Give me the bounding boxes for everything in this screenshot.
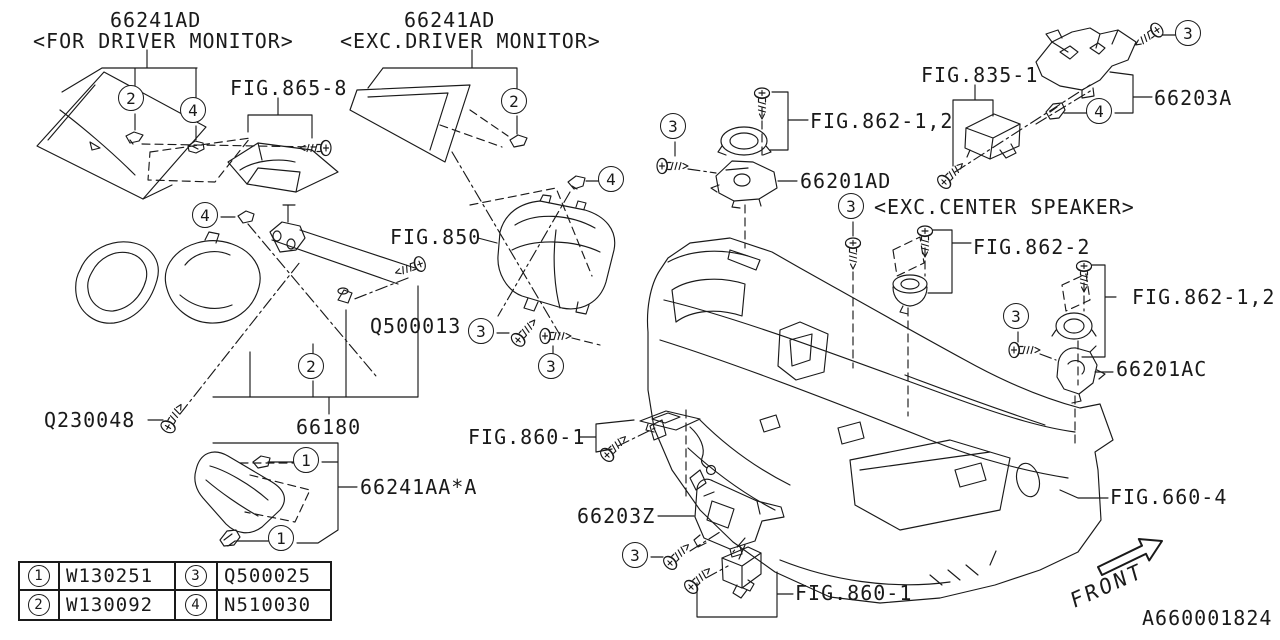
callout-4: 4 <box>180 97 206 123</box>
fig-ref-835-1: FIG.835-1 <box>921 63 1039 87</box>
callout-4: 4 <box>192 202 218 228</box>
fastener-code: Q500025 <box>224 565 312 587</box>
callout-3: 3 <box>538 353 564 379</box>
qualifier-exc-center-speaker: <EXC.CENTER SPEAKER> <box>874 195 1135 219</box>
legend-cell-icon: 2 <box>20 591 60 619</box>
fig-ref-862-12-right: FIG.862-1,2 <box>1132 285 1276 309</box>
callout-2: 2 <box>298 353 324 379</box>
part-label-66241ad-left: 66241AD <box>110 8 202 32</box>
fastener-code: N510030 <box>224 594 312 616</box>
legend-cell-code: W130092 <box>60 591 176 619</box>
callout-3: 3 <box>622 542 648 568</box>
callout-2: 2 <box>118 85 144 111</box>
callout-4: 4 <box>598 166 624 192</box>
fastener-code: W130092 <box>66 594 154 616</box>
fig-ref-865-8: FIG.865-8 <box>230 76 348 100</box>
fig-ref-862-2: FIG.862-2 <box>973 235 1091 259</box>
part-label-66241aa: 66241AA*A <box>360 475 478 499</box>
fig-ref-862-12-top: FIG.862-1,2 <box>810 109 954 133</box>
callout-3: 3 <box>1003 303 1029 329</box>
part-label-66201ac: 66201AC <box>1116 357 1208 381</box>
callout-3: 3 <box>1175 20 1201 46</box>
drawing-number: A660001824 <box>1142 606 1273 630</box>
legend-cell-code: W130251 <box>60 563 176 591</box>
callout-3: 3 <box>838 193 864 219</box>
callout-2: 2 <box>28 594 50 616</box>
callout-4: 4 <box>1086 98 1112 124</box>
callout-3: 3 <box>468 318 494 344</box>
legend-cell-icon: 3 <box>176 563 218 591</box>
callout-1: 1 <box>28 565 50 587</box>
part-label-66180: 66180 <box>296 415 362 439</box>
legend-cell-icon: 1 <box>20 563 60 591</box>
qualifier-for-driver-monitor: <FOR DRIVER MONITOR> <box>33 29 294 53</box>
part-label-66241ad-mid: 66241AD <box>404 8 496 32</box>
part-label-66201ad: 66201AD <box>800 169 892 193</box>
fastener-legend-table: 1 W130251 3 Q500025 2 W130092 4 N510030 <box>18 561 332 621</box>
part-label-66203z: 66203Z <box>577 504 656 528</box>
part-label-66203a: 66203A <box>1154 86 1233 110</box>
legend-cell-icon: 4 <box>176 591 218 619</box>
fig-ref-850: FIG.850 <box>390 225 482 249</box>
legend-cell-code: N510030 <box>218 591 330 619</box>
callout-3: 3 <box>660 113 686 139</box>
callout-1: 1 <box>268 525 294 551</box>
part-label-q230048: Q230048 <box>44 408 136 432</box>
qualifier-exc-driver-monitor: <EXC.DRIVER MONITOR> <box>340 29 601 53</box>
fig-ref-860-1-lower: FIG.860-1 <box>795 581 913 605</box>
callout-4: 4 <box>185 594 207 616</box>
legend-cell-code: Q500025 <box>218 563 330 591</box>
callout-3: 3 <box>185 565 207 587</box>
fastener-code: W130251 <box>66 565 154 587</box>
fig-ref-860-1-upper: FIG.860-1 <box>468 425 586 449</box>
fig-ref-660-4: FIG.660-4 <box>1110 485 1228 509</box>
callout-2: 2 <box>501 88 527 114</box>
part-label-q500013: Q500013 <box>370 314 462 338</box>
callout-1: 1 <box>293 447 319 473</box>
